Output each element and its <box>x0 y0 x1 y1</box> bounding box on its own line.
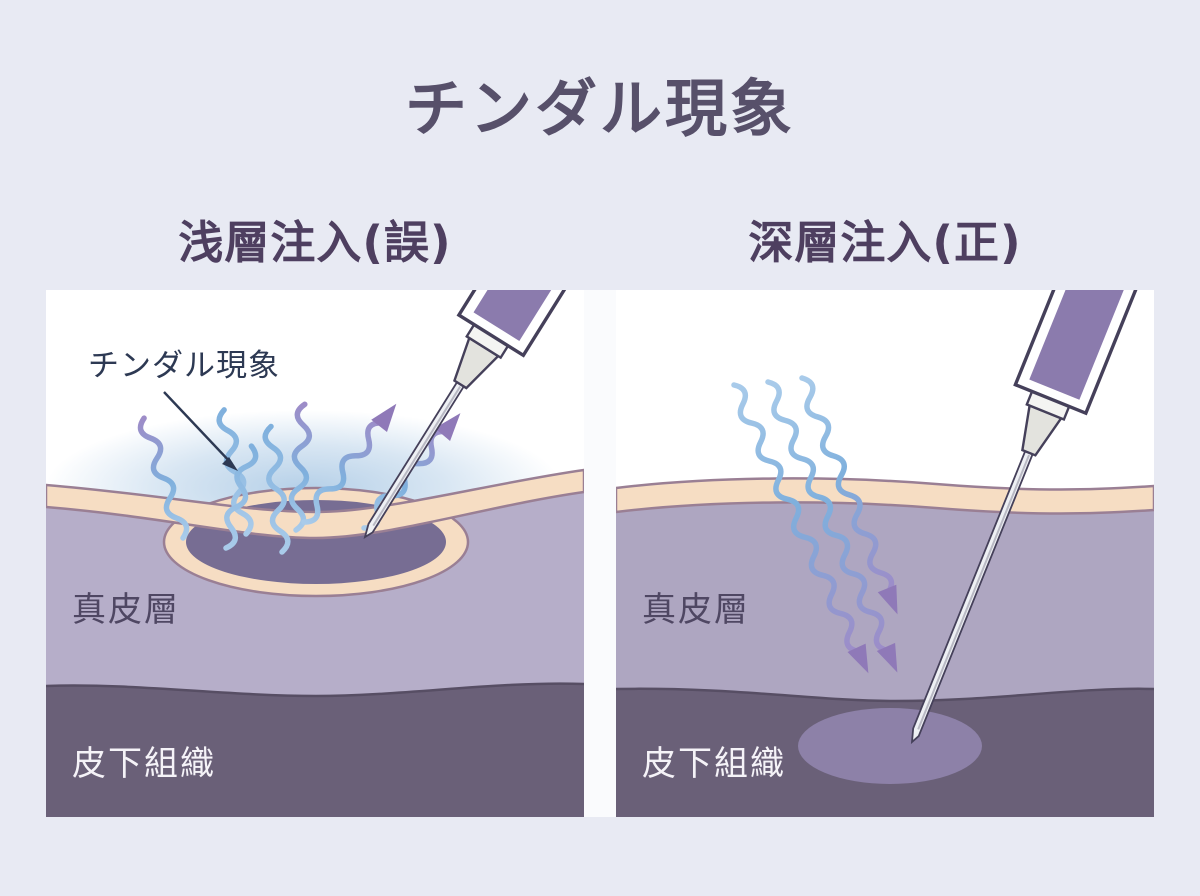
right-panel-subtitle: 深層注入(正) <box>748 216 1022 269</box>
subcutaneous-label: 皮下組織 <box>72 744 216 784</box>
absorbed-light-arrow <box>759 378 898 673</box>
deep-injection-illustration <box>616 290 1154 817</box>
absorbed-light-arrow <box>793 374 907 615</box>
escaping-light-arrow <box>356 413 461 535</box>
subcutaneous-label: 皮下組織 <box>642 744 786 784</box>
deep-injection-panel: 真皮層 皮下組織 <box>616 290 1154 817</box>
dermis-label: 真皮層 <box>642 590 750 630</box>
left-panel-subtitle: 浅層注入(誤) <box>178 216 452 269</box>
annotation-arrow <box>163 391 238 471</box>
syringe-shallow <box>363 290 584 539</box>
filler-blob-deep <box>798 708 982 784</box>
epidermis-layer <box>616 477 1154 515</box>
illustration-card: チンダル現象 真皮層 皮下組織 <box>46 290 1154 817</box>
shallow-injection-panel: チンダル現象 真皮層 皮下組織 <box>46 290 584 817</box>
subcutaneous-boundary <box>616 687 1154 703</box>
shallow-injection-illustration <box>46 290 584 817</box>
subtitle-row: 浅層注入(誤) 深層注入(正) <box>46 206 1154 271</box>
page-title: チンダル現象 <box>404 72 795 145</box>
subcutaneous-layer <box>46 683 584 817</box>
syringe-fluid <box>1029 290 1147 400</box>
absorbed-light-arrow <box>725 381 869 674</box>
tyndall-annotation-label: チンダル現象 <box>88 348 280 384</box>
syringe-deep <box>910 290 1154 745</box>
subcutaneous-boundary <box>46 682 584 698</box>
escaping-light-arrow <box>296 403 397 529</box>
syringe-fluid <box>473 290 584 341</box>
dermis-label: 真皮層 <box>72 590 180 630</box>
